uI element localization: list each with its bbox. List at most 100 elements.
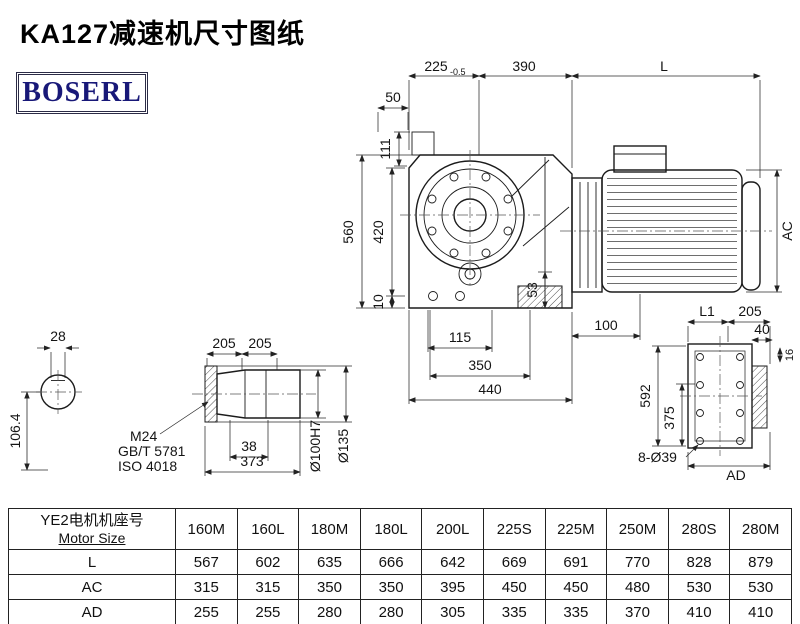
cell-AC-9: 530 (729, 574, 792, 600)
motor-end-cap (741, 181, 761, 291)
cell-L-4: 642 (421, 549, 484, 575)
dim-225-tolerance: -0.5 (450, 67, 466, 77)
header-cn-label: YE2电机机座号 (40, 511, 144, 529)
cell-L-8: 828 (667, 549, 731, 575)
table-row-AD: AD 255 255 280 280 305 335 335 370 410 4… (8, 599, 792, 624)
flange-bolt-holes (427, 172, 513, 258)
cell-AD-3: 280 (359, 599, 423, 624)
standard-iso-label: ISO 4018 (118, 458, 177, 474)
cell-AD-4: 305 (421, 599, 484, 624)
dim-205c-label: 205 (738, 303, 762, 319)
cell-AC-7: 480 (606, 574, 669, 600)
technical-drawing: 225 -0.5 390 L 50 111 560 420 10 53 (7, 58, 796, 483)
dim-420-label: 420 (370, 220, 386, 244)
main-view-dimensions: 225 -0.5 390 L 50 111 560 420 10 53 (340, 58, 795, 404)
motor-size-table: YE2电机机座号 Motor Size 160M 160L 180M 180L … (8, 508, 792, 624)
dia-100H7-label: Ø100H7 (307, 420, 323, 472)
dim-53-label: 53 (524, 282, 540, 298)
dim-100-label: 100 (594, 317, 618, 333)
cell-L-1: 602 (236, 549, 300, 575)
thread-M24-label: M24 (130, 428, 157, 444)
dim-28-label: 28 (50, 328, 66, 344)
cell-AC-4: 395 (421, 574, 484, 600)
housing-top-boss (411, 131, 435, 156)
flange-side-bracket (751, 365, 768, 429)
cell-AC-5: 450 (482, 574, 546, 600)
table-row-AC: AC 315 315 350 350 395 450 450 480 530 5… (8, 574, 792, 600)
page-title: KA127减速机尺寸图纸 (20, 19, 306, 49)
dim-205-left-label: 205 (212, 335, 236, 351)
dim-440-label: 440 (478, 381, 502, 397)
dim-560-label: 560 (340, 220, 356, 244)
cell-L-2: 635 (298, 549, 361, 575)
dim-38-label: 38 (241, 438, 257, 454)
boserl-logo: BOSERL (16, 72, 148, 114)
cell-AD-1: 255 (236, 599, 300, 624)
dim-373-label: 373 (240, 453, 264, 469)
dim-40-label: 40 (754, 321, 770, 337)
cell-L-3: 666 (359, 549, 423, 575)
cell-AD-9: 410 (729, 599, 792, 624)
motor-terminal-box (613, 145, 667, 173)
cell-AC-1: 315 (236, 574, 300, 600)
row-label-L: L (8, 549, 176, 575)
dim-225-label: 225 (424, 58, 448, 74)
flange-view: L1 205 40 16 592 375 8-Ø39 AD (637, 303, 796, 483)
dim-390-label: 390 (512, 58, 536, 74)
holes-8xD39-label: 8-Ø39 (638, 449, 677, 465)
table-header-row: YE2电机机座号 Motor Size 160M 160L 180M 180L … (8, 508, 792, 550)
cell-L-6: 691 (544, 549, 608, 575)
cell-AD-5: 335 (482, 599, 546, 624)
dim-111-label: 111 (377, 138, 393, 159)
table-row-L: L 567 602 635 666 642 669 691 770 828 87… (8, 549, 792, 575)
dim-16-label: 16 (784, 349, 796, 361)
motor-adapter-flange (571, 177, 603, 293)
col-header-280S: 280S (667, 508, 731, 550)
dim-50-label: 50 (385, 89, 401, 105)
row-label-AD: AD (8, 599, 176, 624)
col-header-225M: 225M (544, 508, 608, 550)
cell-AC-0: 315 (175, 574, 238, 600)
main-view (400, 131, 772, 309)
cell-L-9: 879 (729, 549, 792, 575)
header-en-label: Motor Size (58, 529, 126, 546)
cell-AD-2: 280 (298, 599, 361, 624)
cell-L-5: 669 (482, 549, 546, 575)
col-header-180M: 180M (298, 508, 361, 550)
gearbox-housing (408, 154, 573, 309)
cell-L-7: 770 (606, 549, 669, 575)
standard-gb-label: GB/T 5781 (118, 443, 186, 459)
cell-AC-2: 350 (298, 574, 361, 600)
dim-205-right-label: 205 (248, 335, 272, 351)
logo-text: BOSERL (22, 77, 142, 108)
col-header-180L: 180L (359, 508, 423, 550)
cell-AC-8: 530 (667, 574, 731, 600)
dim-592-label: 592 (637, 384, 653, 408)
dim-350-label: 350 (468, 357, 492, 373)
shaft-side-view: 205 205 M24 GB/T 5781 ISO 4018 38 373 Ø1… (118, 335, 352, 476)
dim-L-label: L (660, 58, 668, 74)
cell-L-0: 567 (175, 549, 238, 575)
row-label-AC: AC (8, 574, 176, 600)
col-header-280M: 280M (729, 508, 792, 550)
dia-135-label: Ø135 (335, 429, 351, 463)
cell-AD-8: 410 (667, 599, 731, 624)
cell-AD-7: 370 (606, 599, 669, 624)
mounting-bolt-holes (696, 353, 744, 445)
dim-L1-label: L1 (699, 303, 715, 319)
col-header-250M: 250M (606, 508, 669, 550)
cell-AD-6: 335 (544, 599, 608, 624)
dim-10-label: 10 (370, 294, 386, 310)
col-header-160M: 160M (175, 508, 238, 550)
cell-AC-6: 450 (544, 574, 608, 600)
col-header-225S: 225S (482, 508, 546, 550)
dim-AC-label: AC (779, 221, 795, 240)
col-header-160L: 160L (236, 508, 300, 550)
dim-375-label: 375 (661, 406, 677, 430)
cell-AC-3: 350 (359, 574, 423, 600)
table-header-motor-size: YE2电机机座号 Motor Size (8, 508, 176, 550)
cell-AD-0: 255 (175, 599, 238, 624)
shaft-end-view: 28 106.4 (7, 328, 82, 471)
dim-AD-label: AD (726, 467, 745, 483)
